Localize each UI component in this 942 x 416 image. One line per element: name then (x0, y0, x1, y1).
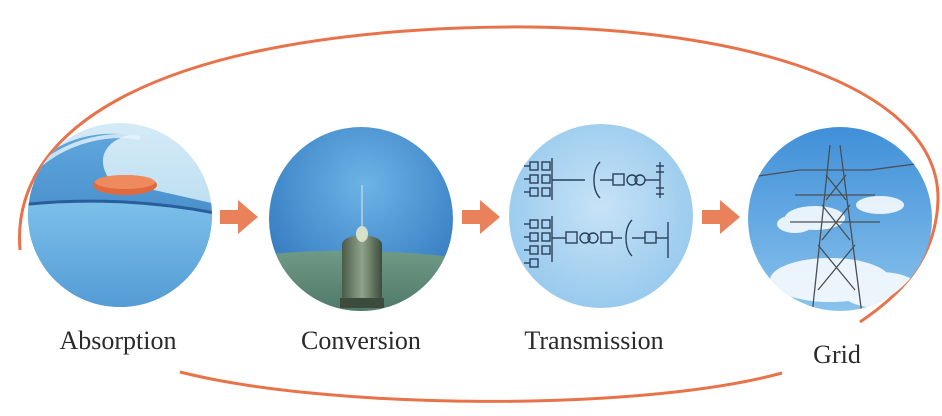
process-loop-curve-bottom (179, 370, 783, 403)
absorption-image (28, 123, 212, 307)
stage-label-conversion: Conversion (301, 326, 421, 355)
arrow-right-icon (220, 200, 258, 234)
stage-label-grid: Grid (813, 340, 861, 369)
arrow-right-icon (462, 200, 500, 234)
transmission-image (509, 124, 693, 308)
stage-label-transmission: Transmission (524, 326, 664, 355)
power-pylon-icon (748, 144, 932, 311)
stage-label-absorption: Absorption (59, 326, 177, 355)
arrow-right-icon (702, 200, 740, 234)
process-loop-curve (18, 25, 940, 324)
electrical-circuit-icon (524, 158, 669, 268)
conversion-image (269, 127, 453, 311)
generator-icon (340, 226, 384, 308)
grid-image (748, 127, 932, 311)
